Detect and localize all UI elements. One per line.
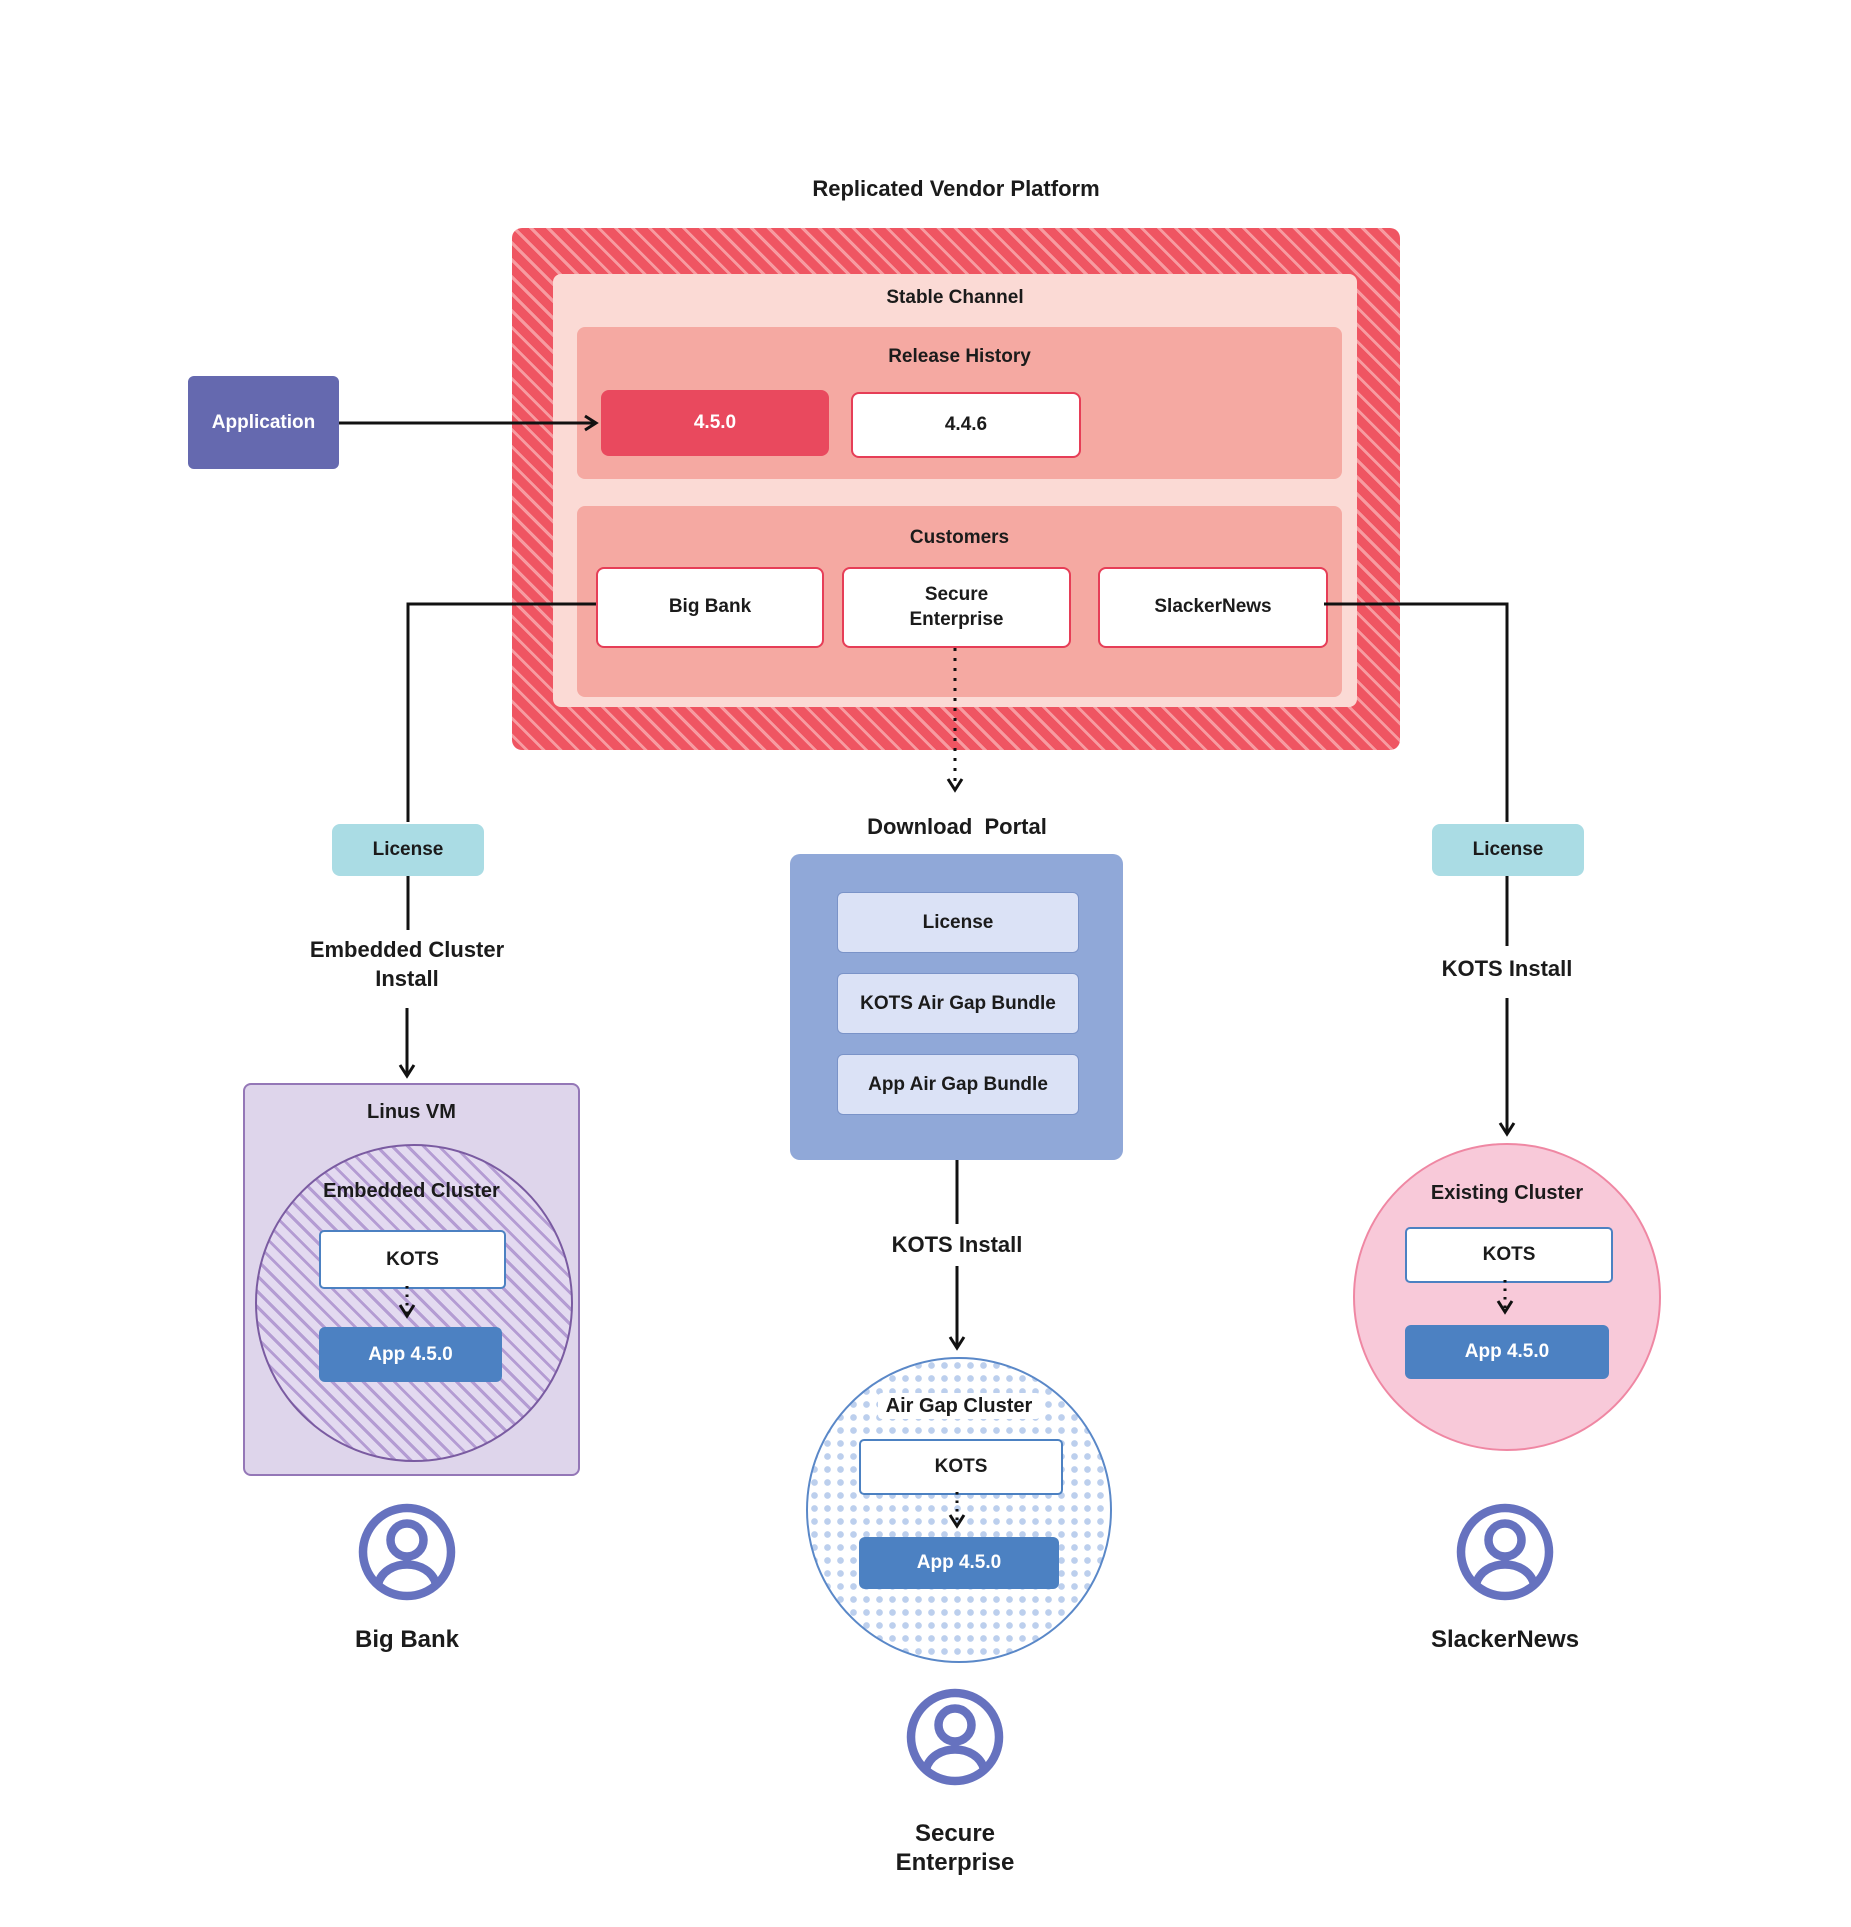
kots-node-right: KOTS: [1405, 1227, 1613, 1283]
release-history-label: Release History: [888, 346, 1031, 367]
customer-box-big-bank: Big Bank: [596, 567, 824, 648]
portal-item-kots-airgap-bundle: KOTS Air Gap Bundle: [837, 973, 1079, 1034]
stable-channel-label: Stable Channel: [886, 287, 1024, 308]
embedded-cluster-install-label: Embedded Cluster Install: [309, 937, 505, 991]
stable-channel-section: Stable Channel Release History 4.5.0 4.4…: [553, 274, 1357, 707]
release-box-446: 4.4.6: [851, 392, 1081, 458]
person-icon-slackernews: [1456, 1503, 1554, 1601]
embedded-cluster-circle: [255, 1144, 573, 1462]
kots-install-label-middle: KOTS Install: [891, 1232, 1023, 1257]
download-portal-container: License KOTS Air Gap Bundle App Air Gap …: [790, 854, 1123, 1160]
app-node-right: App 4.5.0: [1405, 1325, 1609, 1379]
release-box-450: 4.5.0: [601, 390, 829, 456]
existing-cluster-circle: Existing Cluster KOTS App 4.5.0: [1353, 1143, 1661, 1451]
customer-box-label: Big Bank: [668, 596, 752, 618]
portal-item-app-airgap-bundle: App Air Gap Bundle: [837, 1054, 1079, 1115]
customer-box-slackernews: SlackerNews: [1098, 567, 1328, 648]
release-history-section: Release History 4.5.0 4.4.6: [577, 327, 1342, 479]
linus-vm-container: Linus VM Embedded Cluster KOTS App 4.5.0: [243, 1083, 580, 1476]
customer-box-label: SlackerNews: [1154, 596, 1272, 618]
kots-install-label-right: KOTS Install: [1441, 956, 1573, 981]
embedded-cluster-label: Embedded Cluster: [323, 1180, 500, 1202]
app-node-middle: App 4.5.0: [859, 1537, 1059, 1589]
persona-label-big-bank: Big Bank: [354, 1626, 459, 1653]
kots-node-middle: KOTS: [859, 1439, 1063, 1495]
vendor-platform-container: Stable Channel Release History 4.5.0 4.4…: [512, 228, 1400, 750]
air-gap-cluster-label-text: Air Gap Cluster: [877, 1393, 1041, 1419]
kots-node-left: KOTS: [319, 1230, 506, 1289]
customer-box-label: Secure Enterprise: [909, 583, 1004, 630]
license-node-right: License: [1432, 824, 1584, 876]
customers-section: Customers Big Bank Secure Enterprise Sla…: [577, 506, 1342, 697]
application-node: Application: [188, 376, 339, 469]
persona-label-secure-enterprise: Secure Enterprise: [895, 1820, 1015, 1876]
air-gap-cluster-circle: Air Gap Cluster KOTS App 4.5.0: [806, 1357, 1112, 1663]
customers-label: Customers: [909, 527, 1010, 548]
person-icon-big-bank: [358, 1503, 456, 1601]
diagram-title: Replicated Vendor Platform: [812, 176, 1100, 201]
download-portal-title: Download Portal: [867, 814, 1047, 839]
portal-item-license: License: [837, 892, 1079, 953]
license-node-left: License: [332, 824, 484, 876]
customer-box-secure-enterprise: Secure Enterprise: [842, 567, 1071, 648]
linus-vm-label: Linus VM: [367, 1101, 456, 1123]
air-gap-cluster-label: Air Gap Cluster: [808, 1393, 1110, 1419]
existing-cluster-label: Existing Cluster: [1430, 1182, 1584, 1204]
persona-label-slackernews: SlackerNews: [1430, 1626, 1580, 1653]
app-node-left: App 4.5.0: [319, 1327, 502, 1382]
person-icon-secure-enterprise: [906, 1688, 1004, 1786]
